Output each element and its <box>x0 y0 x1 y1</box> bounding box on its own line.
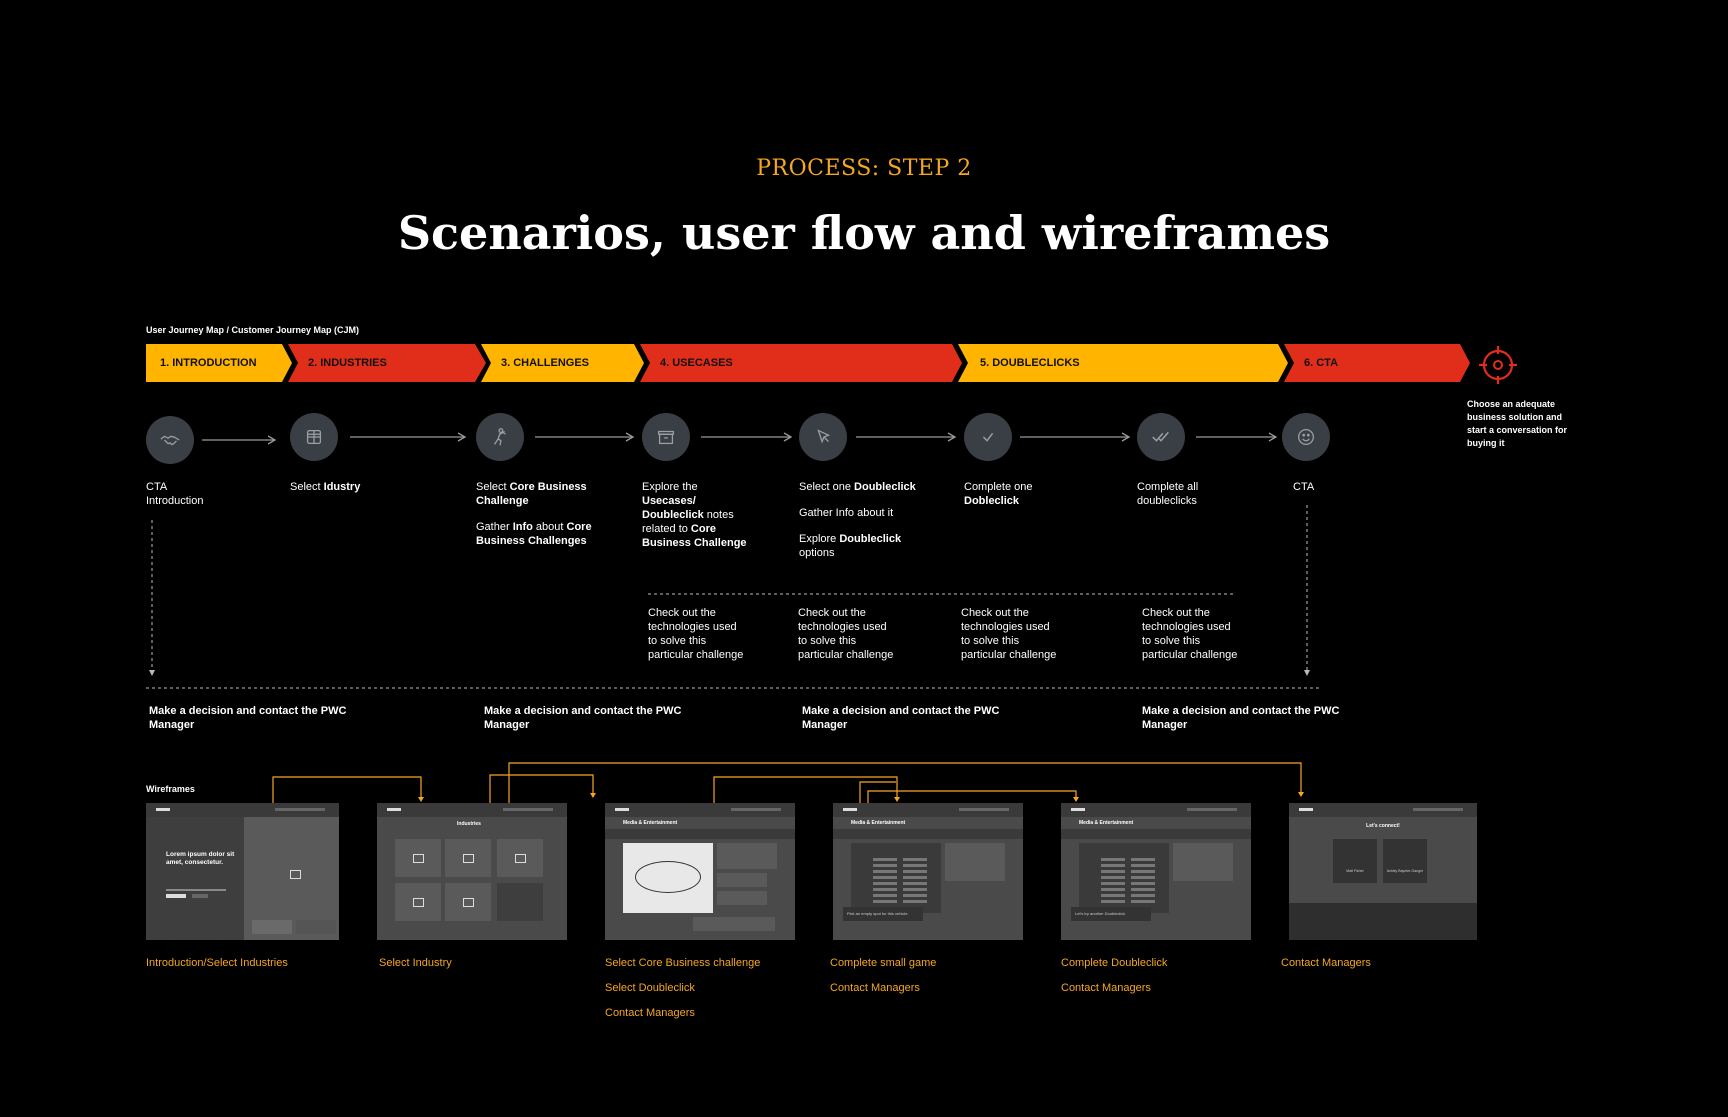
stage-2-shape <box>288 344 486 382</box>
wireframe-select-industry[interactable]: Industries <box>377 803 567 940</box>
stage-5-shape <box>958 344 1288 382</box>
stage-cta: 6. CTA <box>1304 357 1339 369</box>
caption-small-game[interactable]: Complete small game <box>830 957 937 969</box>
decision-4: Make a decision and contact the PWC Mana… <box>1142 705 1340 731</box>
caption-contact-managers[interactable]: Contact Managers <box>1061 982 1151 994</box>
stage-introduction: 1. INTRODUCTION <box>160 357 257 369</box>
caption-contact-managers[interactable]: Contact Managers <box>1281 957 1371 969</box>
step-4-usecases: Usecases/ Doubleclick <box>642 495 704 521</box>
caption-select-doubleclick[interactable]: Select Doubleclick <box>605 982 695 994</box>
section-eyebrow: PROCESS: STEP 2 <box>756 156 972 181</box>
step-4-challenge: Core Business Challenge <box>642 523 747 549</box>
page-title: Scenarios, user flow and wireframes <box>397 206 1331 260</box>
step-5-description: Select one Doubleclick Gather Info about… <box>799 480 929 560</box>
wireframe-introduction[interactable]: Lorem ipsum dolor sit amet, consectetur. <box>146 803 339 940</box>
step-2-description: Select Idustry <box>290 480 420 494</box>
stage-6-shape <box>1284 344 1470 382</box>
step-1-line-2: Introduction <box>146 495 204 507</box>
step-4-description: Explore the Usecases/ Doubleclick notes … <box>642 480 752 550</box>
step-3-description: Select Core Business Challenge Gather In… <box>476 480 606 548</box>
wf6-manager-2: Ashley Baynter-Gauger <box>1386 869 1424 873</box>
wf2-title: Industries <box>457 821 481 827</box>
step-5-bold: Doubleclick <box>854 481 916 493</box>
step-4-text: Explore the <box>642 481 698 493</box>
stage-doubleclicks: 5. DOUBLECLICKS <box>980 357 1080 369</box>
step-5-explore: Explore <box>799 533 840 545</box>
caption-contact-managers[interactable]: Contact Managers <box>605 1007 695 1019</box>
caption-group-5: Complete Doubleclick Contact Managers <box>1061 956 1167 1006</box>
wireframe-small-game[interactable]: Media & Entertainment Pick an empty spot… <box>833 803 1023 940</box>
decision-1: Make a decision and contact the PWC Mana… <box>149 705 347 731</box>
caption-group-4: Complete small game Contact Managers <box>830 956 936 1006</box>
wf4-title: Media & Entertainment <box>851 820 906 826</box>
wireframe-core-challenge[interactable]: Media & Entertainment <box>605 803 795 940</box>
step-3-gather: Gather <box>476 521 513 533</box>
grid-icon <box>290 413 338 461</box>
cursor-icon <box>799 413 847 461</box>
stage-3-shape <box>481 344 644 382</box>
caption-group-1: Introduction/Select Industries <box>146 956 288 981</box>
wf6-manager-1: Matt Fisher <box>1346 869 1364 873</box>
wf6-title: Let's connect! <box>1366 823 1400 829</box>
stage-industries: 2. INDUSTRIES <box>308 357 387 369</box>
step-1-line-1: CTA <box>146 481 168 493</box>
stage-4-shape <box>640 344 962 382</box>
step-5-doubleclick: Doubleclick <box>839 533 902 545</box>
box-icon <box>642 413 690 461</box>
wireframe-contact-managers[interactable]: Let's connect! Matt Fisher Ashley Baynte… <box>1289 803 1477 940</box>
step-3-about: about <box>532 521 567 533</box>
journey-map-label: User Journey Map / Customer Journey Map … <box>146 325 360 335</box>
wf1-hero-text: Lorem ipsum dolor sit amet, consectetur. <box>166 851 235 866</box>
step-6-bold: Dobleclick <box>964 495 1020 507</box>
step-7-line-2: doubleclicks <box>1137 495 1197 507</box>
decision-3: Make a decision and contact the PWC Mana… <box>802 705 1000 731</box>
caption-complete-doubleclick[interactable]: Complete Doubleclick <box>1061 957 1168 969</box>
step-3-text: Select <box>476 481 510 493</box>
step-2-text: Select <box>290 481 324 493</box>
stage-usecases: 4. USECASES <box>660 357 733 369</box>
step-5-text: Select one <box>799 481 855 493</box>
tech-note-2: Check out the technologies used to solve… <box>798 607 894 661</box>
step-6-description: Complete one Dobleclick <box>964 480 1074 508</box>
caption-contact-managers[interactable]: Contact Managers <box>830 982 920 994</box>
target-icon <box>1478 345 1518 385</box>
caption-introduction[interactable]: Introduction/Select Industries <box>146 957 288 969</box>
wireframes-label: Wireframes <box>146 784 195 794</box>
handshake-icon <box>146 416 194 464</box>
step-2-bold: Idustry <box>323 481 361 493</box>
step-1-description: CTA Introduction <box>146 480 256 508</box>
caption-group-3: Select Core Business challenge Select Do… <box>605 956 760 1031</box>
step-3-challenges: Core Business Challenges <box>476 521 592 547</box>
decision-2: Make a decision and contact the PWC Mana… <box>484 705 682 731</box>
step-3-bold: Core Business Challenge <box>476 481 587 507</box>
tech-note-1: Check out the technologies used to solve… <box>648 607 744 661</box>
person-icon <box>476 413 524 461</box>
tech-note-3: Check out the technologies used to solve… <box>961 607 1057 661</box>
smile-icon <box>1282 413 1330 461</box>
stage-1-shape <box>146 344 292 382</box>
double-check-icon <box>1137 413 1185 461</box>
wf4-prompt: Pick an empty spot for this vehicle. <box>847 911 909 916</box>
wf5-title: Media & Entertainment <box>1079 820 1134 826</box>
caption-core-challenge[interactable]: Select Core Business challenge <box>605 957 761 969</box>
step-4-notes: notes related to <box>642 509 734 535</box>
stage-challenges: 3. CHALLENGES <box>501 357 590 369</box>
wf3-title: Media & Entertainment <box>623 820 678 826</box>
caption-select-industry[interactable]: Select Industry <box>379 957 452 969</box>
goal-text: Choose an adequate business solution and… <box>1467 399 1568 448</box>
step-8-description: CTA <box>1293 481 1315 493</box>
step-5-gather: Gather Info about it <box>799 507 894 519</box>
caption-group-2: Select Industry <box>379 956 452 981</box>
tech-note-4: Check out the technologies used to solve… <box>1142 607 1238 661</box>
step-6-text: Complete one <box>964 481 1033 493</box>
step-7-line-1: Complete all <box>1137 481 1199 493</box>
step-7-description: Complete all doubleclicks <box>1137 480 1247 508</box>
step-5-options: options <box>799 547 835 559</box>
caption-group-6: Contact Managers <box>1281 956 1371 981</box>
wf5-prompt: Let's try another Doubleclick <box>1075 911 1126 916</box>
wireframe-doubleclick[interactable]: Media & Entertainment Let's try another … <box>1061 803 1251 940</box>
check-icon <box>964 413 1012 461</box>
step-3-info: Info <box>512 521 533 533</box>
